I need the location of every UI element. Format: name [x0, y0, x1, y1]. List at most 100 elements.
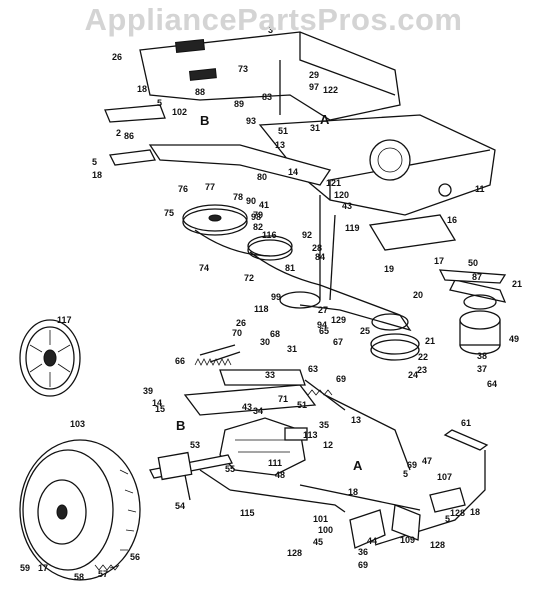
part-callout-24: 24 — [408, 370, 418, 380]
part-callout-21: 21 — [512, 279, 522, 289]
part-callout-84: 84 — [315, 252, 325, 262]
shift-lever — [299, 429, 489, 549]
part-callout-69: 69 — [358, 560, 368, 570]
part-callout-128: 128 — [430, 540, 445, 550]
part-callout-69: 69 — [407, 460, 417, 470]
part-callout-19: 19 — [384, 264, 394, 274]
part-callout-64: 64 — [487, 379, 497, 389]
drive-belt — [194, 229, 507, 332]
part-callout-63: 63 — [308, 364, 318, 374]
part-callout-83: 83 — [262, 92, 272, 102]
bracket-87 — [438, 269, 507, 284]
part-callout-25: 25 — [360, 326, 370, 336]
part-callout-69: 69 — [336, 374, 346, 384]
part-callout-35: 35 — [319, 420, 329, 430]
part-callout-73: 73 — [238, 64, 248, 74]
part-callout-56: 56 — [130, 552, 140, 562]
part-callout-51: 51 — [297, 400, 307, 410]
part-callout-75: 75 — [164, 208, 174, 218]
part-callout-27: 27 — [318, 305, 328, 315]
part-callout-2: 2 — [116, 128, 121, 138]
part-callout-53: 53 — [190, 440, 200, 450]
part-callout-30: 30 — [260, 337, 270, 347]
part-callout-12: 12 — [323, 440, 333, 450]
part-callout-99: 99 — [271, 292, 281, 302]
part-callout-47: 47 — [422, 456, 432, 466]
part-callout-38: 38 — [477, 351, 487, 361]
part-callout-33: 33 — [265, 370, 275, 380]
part-callout-101: 101 — [313, 514, 328, 524]
part-callout-44: 44 — [367, 536, 377, 546]
part-callout-111: 111 — [268, 458, 282, 468]
part-callout-93: 93 — [246, 116, 256, 126]
part-callout-70: 70 — [232, 328, 242, 338]
part-callout-128: 128 — [287, 548, 302, 558]
pulley-76-75 — [182, 204, 248, 236]
part-callout-41: 41 — [259, 200, 269, 210]
part-callout-61: 61 — [461, 418, 471, 428]
part-callout-5: 5 — [157, 98, 162, 108]
frame-assembly — [258, 114, 496, 216]
part-callout-115: 115 — [240, 508, 255, 518]
part-callout-51: 51 — [278, 126, 288, 136]
part-callout-109: 109 — [400, 535, 415, 545]
part-callout-26: 26 — [236, 318, 246, 328]
part-callout-65: 65 — [319, 326, 329, 336]
section-marker-a-bottom: A — [353, 458, 363, 473]
part-callout-49: 49 — [509, 334, 519, 344]
part-callout-48: 48 — [275, 470, 285, 480]
part-callout-55: 55 — [225, 464, 235, 474]
part-callout-81: 81 — [285, 263, 295, 273]
part-callout-118: 118 — [254, 304, 269, 314]
part-callout-67: 67 — [333, 337, 343, 347]
part-callout-107: 107 — [437, 472, 452, 482]
part-callout-36: 36 — [358, 547, 368, 557]
part-callout-13: 13 — [275, 140, 285, 150]
part-callout-23: 23 — [417, 365, 427, 375]
bracket-2 — [104, 104, 166, 123]
part-callout-80: 80 — [257, 172, 267, 182]
bracket-16 — [368, 214, 457, 251]
pulley-22 — [370, 333, 420, 361]
part-callout-97: 97 — [309, 82, 319, 92]
part-callout-128: 128 — [450, 508, 465, 518]
part-callout-50: 50 — [468, 258, 478, 268]
part-callout-77: 77 — [205, 182, 215, 192]
part-callout-78: 78 — [233, 192, 243, 202]
watermark: AppliancePartsPros.com — [84, 2, 463, 37]
part-callout-31: 31 — [287, 344, 297, 354]
spring-66 — [194, 358, 232, 366]
part-callout-100: 100 — [318, 525, 333, 535]
part-callout-43: 43 — [342, 201, 352, 211]
part-callout-20: 20 — [413, 290, 423, 300]
part-callout-72: 72 — [244, 273, 254, 283]
part-callout-43: 43 — [242, 402, 252, 412]
part-callout-26: 26 — [112, 52, 122, 62]
part-callout-37: 37 — [477, 364, 487, 374]
rear-tire — [19, 439, 141, 581]
part-callout-18: 18 — [348, 487, 358, 497]
part-callout-113: 113 — [303, 430, 318, 440]
part-callout-103: 103 — [70, 419, 85, 429]
section-marker-b-top: B — [200, 113, 209, 128]
part-callout-82: 82 — [253, 222, 263, 232]
part-callout-86: 86 — [124, 131, 134, 141]
part-callout-14: 14 — [152, 398, 162, 408]
part-callout-71: 71 — [278, 394, 288, 404]
part-callout-58: 58 — [74, 572, 84, 582]
part-callout-15: 15 — [155, 404, 165, 414]
part-callout-5: 5 — [445, 514, 450, 524]
part-callout-3: 3 — [268, 25, 273, 35]
part-callout-18: 18 — [137, 84, 147, 94]
part-callout-57: 57 — [98, 569, 108, 579]
part-callout-94: 94 — [317, 320, 327, 330]
part-callout-45: 45 — [313, 537, 323, 547]
part-callout-14: 14 — [288, 167, 298, 177]
part-callout-98: 98 — [251, 212, 261, 222]
part-callout-21: 21 — [425, 336, 435, 346]
part-callout-11: 11 — [475, 184, 485, 194]
part-callout-87: 87 — [472, 272, 482, 282]
